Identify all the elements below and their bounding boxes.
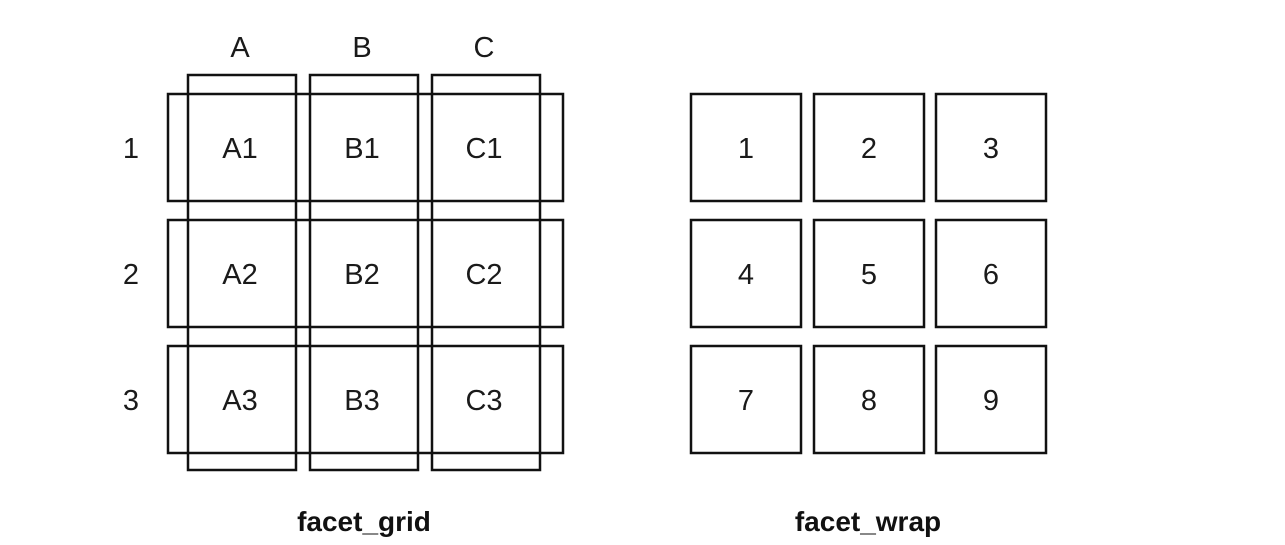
wrap-panel-label: 3: [983, 133, 999, 165]
grid-column-strip-a: [186, 73, 298, 472]
grid-cell-label: C3: [465, 385, 502, 417]
grid-col-header-a: A: [230, 32, 250, 64]
wrap-panel-9: [934, 344, 1048, 455]
wrap-panel-4: [689, 218, 803, 329]
facet-wrap-caption: facet_wrap: [795, 506, 941, 537]
grid-col-header-c: C: [474, 32, 495, 64]
grid-cell-label: C2: [465, 259, 502, 291]
wrap-panel-label: 4: [738, 259, 754, 291]
grid-col-header-b: B: [352, 32, 371, 64]
grid-cell-label: C1: [465, 133, 502, 165]
wrap-panel-1: [689, 92, 803, 203]
grid-cell-label: A2: [222, 259, 257, 291]
facet-wrap-panel: 1 2 3 4 5 6 7 8 9 facet_wrap: [689, 92, 1048, 537]
wrap-panel-3: [934, 92, 1048, 203]
wrap-panel-label: 6: [983, 259, 999, 291]
grid-column-strip-c: [430, 73, 542, 472]
wrap-panel-label: 1: [738, 133, 754, 165]
wrap-panel-2: [812, 92, 926, 203]
wrap-panel-7: [689, 344, 803, 455]
wrap-panel-label: 8: [861, 385, 877, 417]
grid-cell-label: B2: [344, 259, 379, 291]
grid-cell-label: B3: [344, 385, 379, 417]
wrap-panel-label: 2: [861, 133, 877, 165]
grid-row-header-2: 2: [123, 259, 139, 291]
wrap-panel-8: [812, 344, 926, 455]
facet-grid-caption: facet_grid: [297, 506, 431, 537]
wrap-panel-label: 9: [983, 385, 999, 417]
wrap-panel-label: 7: [738, 385, 754, 417]
grid-row-strip-2: [166, 218, 565, 329]
grid-cell-label: A1: [222, 133, 257, 165]
grid-row-header-1: 1: [123, 133, 139, 165]
wrap-panel-5: [812, 218, 926, 329]
wrap-panel-6: [934, 218, 1048, 329]
grid-cell-label: B1: [344, 133, 379, 165]
wrap-panel-label: 5: [861, 259, 877, 291]
grid-row-strip-1: [166, 92, 565, 203]
grid-row-strip-3: [166, 344, 565, 455]
grid-cell-label: A3: [222, 385, 257, 417]
facet-grid-panel: A B C 1 2 3 A1 B1 C1 A2 B2 C2 A3 B3 C3 f…: [123, 32, 565, 537]
grid-row-header-3: 3: [123, 385, 139, 417]
grid-column-strip-b: [308, 73, 420, 472]
